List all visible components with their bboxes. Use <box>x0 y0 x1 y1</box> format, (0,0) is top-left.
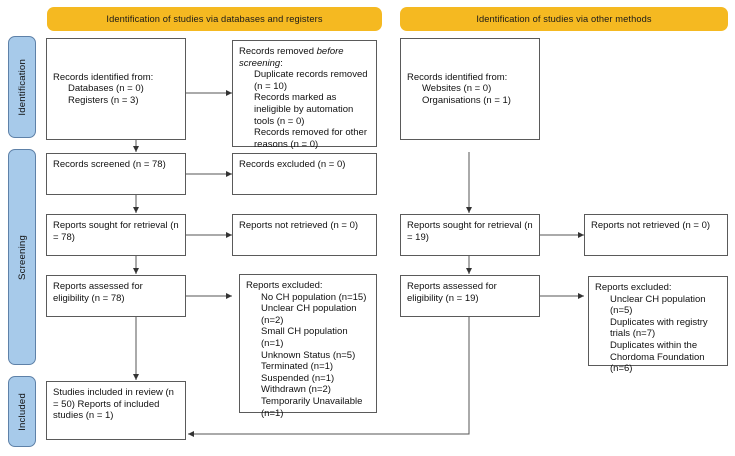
reports-excluded-right-title: Reports excluded: <box>595 282 672 293</box>
box-reports-assessed-right: Reports assessed for eligibility (n = 19… <box>400 275 540 317</box>
reports-excluded-left-item-5: Suspended (n=1) <box>261 372 335 384</box>
reports-excluded-left-item-0: No CH population (n=15) <box>261 291 367 303</box>
records-identified-left-item-0: Databases (n = 0) <box>68 83 144 95</box>
box-records-identified-right: Records identified from: Websites (n = 0… <box>400 38 540 140</box>
box-records-screened: Records screened (n = 78) <box>46 153 186 195</box>
box-reports-sought-left: Reports sought for retrieval (n = 78) <box>46 214 186 256</box>
records-identified-left-item-1: Registers (n = 3) <box>68 94 139 106</box>
stage-tab-included: Included <box>8 376 36 447</box>
stage-label-screening: Screening <box>16 234 28 280</box>
records-removed-title-italic: before screening <box>239 46 344 69</box>
box-records-identified-left: Records identified from: Databases (n = … <box>46 38 186 140</box>
box-reports-excluded-left: Reports excluded: No CH population (n=15… <box>239 274 377 419</box>
box-reports-not-retrieved-left: Reports not retrieved (n = 0) <box>232 214 377 256</box>
reports-assessed-right-label: Reports assessed for eligibility (n = 19… <box>407 281 497 304</box>
reports-sought-right-label: Reports sought for retrieval (n = 19) <box>407 220 533 243</box>
reports-excluded-right-item-1: Duplicates with registry trials (n=7) <box>610 316 708 340</box>
records-identified-right-title: Records identified from: <box>407 71 508 83</box>
records-removed-item-1: Records marked as ineligible by automati… <box>254 92 354 127</box>
records-screened-label: Records screened (n = 78) <box>53 159 166 170</box>
records-identified-left-title: Records identified from: <box>53 71 154 83</box>
reports-excluded-left-item-1: Unclear CH population (n=2) <box>261 303 357 326</box>
studies-included-label: Studies included in review (n = 50) Repo… <box>53 387 174 422</box>
header-right-label: Identification of studies via other meth… <box>476 14 652 24</box>
reports-excluded-left-item-6: Withdrawn (n=2) <box>261 384 331 396</box>
reports-excluded-left-item-7: Temporarily Unavailable (n=1) <box>261 395 363 419</box>
reports-not-retrieved-right-label: Reports not retrieved (n = 0) <box>591 220 711 231</box>
records-excluded-label: Records excluded (n = 0) <box>239 159 346 170</box>
stage-label-included: Included <box>16 392 28 431</box>
records-identified-right-item-0: Websites (n = 0) <box>422 83 492 95</box>
box-records-excluded: Records excluded (n = 0) <box>232 153 377 195</box>
box-reports-sought-right: Reports sought for retrieval (n = 19) <box>400 214 540 256</box>
records-removed-item-0: Duplicate records removed (n = 10) <box>254 69 368 92</box>
reports-excluded-left-item-3: Unknown Status (n=5) <box>261 349 356 361</box>
reports-excluded-right-item-2: Duplicates within the Chordoma Foundatio… <box>610 339 705 375</box>
records-identified-right-item-1: Organisations (n = 1) <box>422 94 511 106</box>
header-other-methods: Identification of studies via other meth… <box>400 7 728 31</box>
box-reports-excluded-right: Reports excluded: Unclear CH population … <box>588 276 728 374</box>
reports-excluded-right-item-0: Unclear CH population (n=5) <box>610 293 706 317</box>
records-removed-title: Records removed before screening: <box>239 46 344 69</box>
reports-sought-left-label: Reports sought for retrieval (n = 78) <box>53 220 179 243</box>
reports-assessed-left-label: Reports assessed for eligibility (n = 78… <box>53 281 143 304</box>
stage-tab-screening: Screening <box>8 149 36 365</box>
box-studies-included: Studies included in review (n = 50) Repo… <box>46 381 186 440</box>
records-removed-title-colon: : <box>280 57 283 69</box>
records-removed-item-2: Records removed for other reasons (n = 0… <box>254 127 367 150</box>
box-records-removed-before-screening: Records removed before screening: Duplic… <box>232 40 377 150</box>
box-reports-not-retrieved-right: Reports not retrieved (n = 0) <box>584 214 728 256</box>
box-reports-assessed-left: Reports assessed for eligibility (n = 78… <box>46 275 186 317</box>
reports-excluded-left-item-2: Small CH population (n=1) <box>261 326 348 349</box>
reports-excluded-left-item-4: Terminated (n=1) <box>261 361 334 373</box>
records-removed-title-plain: Records removed <box>239 46 317 57</box>
stage-tab-identification: Identification <box>8 36 36 138</box>
header-left-label: Identification of studies via databases … <box>106 14 323 24</box>
stage-label-identification: Identification <box>16 58 28 116</box>
header-databases-registers: Identification of studies via databases … <box>47 7 382 31</box>
reports-not-retrieved-left-label: Reports not retrieved (n = 0) <box>239 220 359 231</box>
reports-excluded-left-title: Reports excluded: <box>246 280 323 291</box>
